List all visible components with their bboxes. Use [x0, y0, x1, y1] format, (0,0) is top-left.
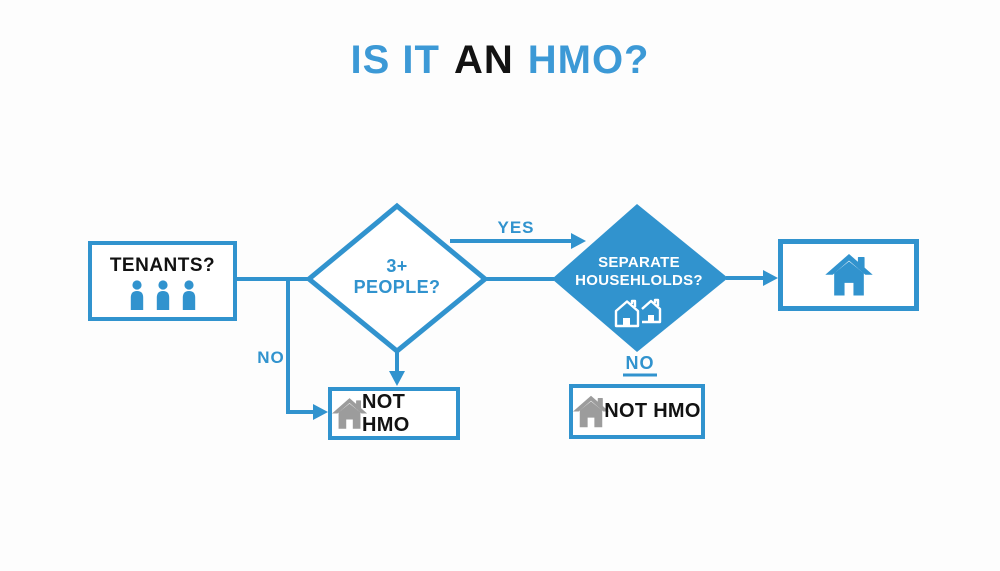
house-icon: [573, 395, 610, 427]
arrowhead-people-down: [389, 371, 405, 386]
two-houses-icon: [613, 298, 665, 328]
people-diamond-shape: [305, 202, 489, 355]
person-icon: [156, 280, 169, 310]
person-icon: [182, 280, 195, 310]
households-diamond-line1: SEPARATE: [598, 254, 680, 271]
tenants-label: TENANTS?: [109, 255, 216, 276]
title-part-1: IS IT: [350, 38, 440, 82]
people-diamond-line2: PEOPLE?: [353, 277, 441, 297]
no-label-right: NO: [625, 353, 655, 373]
no-label-left: NO: [257, 348, 285, 367]
person-icon: [130, 280, 143, 310]
arrowhead-yes: [571, 233, 586, 249]
edge-no-branch: [286, 279, 315, 414]
two-houses-icon-svg: [614, 298, 662, 328]
title-part-2: AN: [453, 38, 514, 82]
households-diamond-label: SEPARATE HOUSEHLOLDS?: [557, 254, 721, 290]
page-title: IS IT AN HMO?: [0, 40, 1000, 80]
not-hmo-label-left: NOT HMO: [362, 390, 410, 436]
people-diamond-label: 3+ PEOPLE?: [327, 256, 467, 298]
households-diamond-line2: HOUSEHLOLDS?: [575, 272, 703, 289]
title-part-3: HMO?: [527, 38, 650, 82]
not-hmo-node-left: NOT HMO: [328, 387, 460, 440]
households-diamond-shape: [552, 204, 728, 352]
hmo-node: [778, 239, 919, 311]
not-hmo-node-right: NOT HMO: [569, 384, 705, 439]
yes-label: YES: [497, 218, 535, 237]
people-diamond-line1: 3+: [386, 256, 408, 276]
house-icon: [332, 397, 368, 429]
tenants-node: TENANTS?: [88, 241, 237, 321]
arrowhead-households-to-hmo: [763, 270, 778, 286]
arrowhead-no-branch: [313, 404, 328, 420]
house-icon: [824, 253, 873, 296]
three-people-icon: [127, 280, 199, 311]
not-hmo-label-right: NOT HMO: [604, 400, 701, 422]
